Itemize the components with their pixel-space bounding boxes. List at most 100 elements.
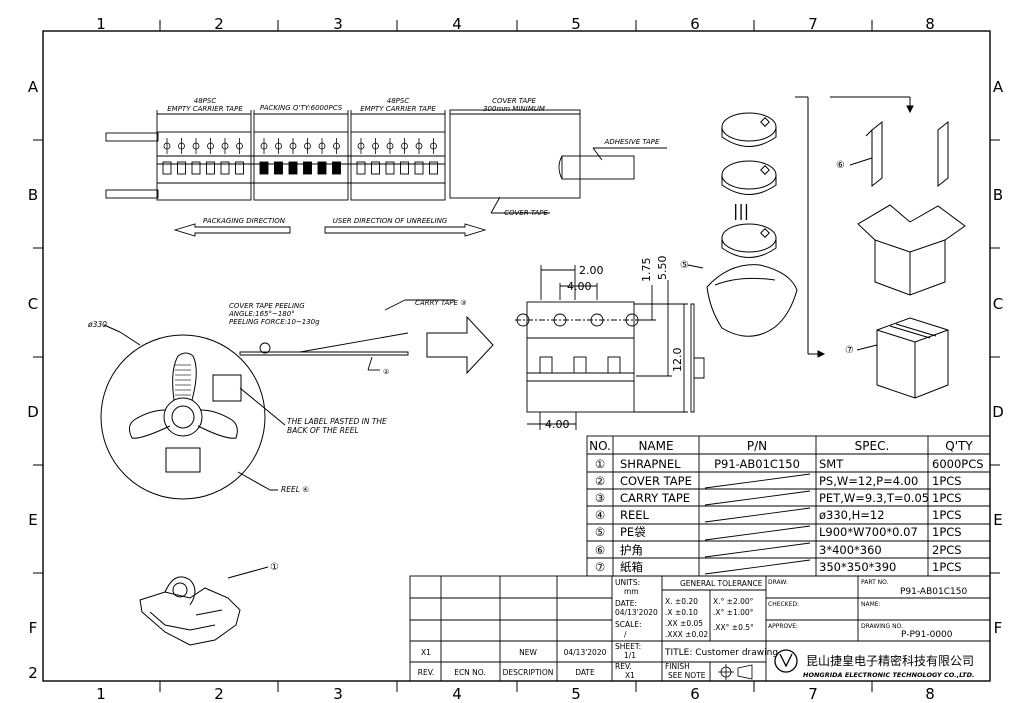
tape-pocket — [235, 161, 244, 175]
peel-labels: COVER TAPE PEELING ANGLE:165°~180° PEELI… — [228, 299, 466, 376]
rev-header: REV. — [418, 668, 435, 677]
bom-name: 护角 — [620, 543, 643, 557]
col-label: 4 — [452, 685, 462, 703]
bom-col-spec: SPEC. — [855, 439, 890, 453]
general-tolerance: GENERAL TOLERANCE — [680, 579, 763, 588]
col-label: 3 — [333, 685, 343, 703]
checked-label: CHECKED: — [768, 601, 799, 608]
dim-4-00: 4.00 — [567, 280, 592, 293]
callout-7: ⑦ — [845, 345, 854, 356]
reel-stack — [721, 112, 777, 258]
tol-right: .X° ±1.00° — [713, 608, 754, 617]
bom-qty: 1PCS — [932, 508, 962, 522]
dim-bottom-4-00: 4.00 — [545, 418, 570, 431]
cover-tape-title: COVER TAPE — [492, 97, 536, 105]
dimension-drawing — [515, 265, 705, 430]
bom-spec: 350*350*390 — [819, 560, 896, 574]
bom-spec: PS,W=12,P=4.00 — [819, 474, 918, 488]
dimension-labels: 2.00 4.00 1.75 5.50 12.0 4.00 — [545, 256, 684, 432]
column-labels-bottom: 1 2 3 4 5 6 7 8 — [96, 685, 935, 703]
row-label: A — [28, 78, 39, 96]
adhesive-tape-label: ADHESIVE TAPE — [604, 138, 660, 146]
bom-no: ⑥ — [595, 543, 605, 557]
bom-qty: 1PCS — [932, 525, 962, 539]
reel-label-note-1: THE LABEL PASTED IN THE — [287, 417, 387, 426]
peel-title: COVER TAPE PEELING — [229, 302, 305, 310]
dim-5-50: 5.50 — [656, 256, 669, 281]
tape-pocket — [385, 161, 395, 175]
col-label: 3 — [333, 15, 343, 33]
pe-bag — [687, 264, 798, 337]
tape-pocket — [356, 161, 366, 175]
date-field: 04/13'2020 — [615, 608, 658, 617]
col-label: 8 — [925, 15, 935, 33]
packing-qty-label: PACKING Q'TY:6000PCS — [260, 104, 343, 112]
bom-pn: P91-AB01C150 — [714, 457, 800, 471]
bom-qty: 6000PCS — [932, 457, 984, 471]
col-label: 2 — [214, 685, 224, 703]
tape-pocket — [332, 161, 341, 175]
rev-label: REV. — [615, 662, 632, 671]
company-logo — [774, 649, 798, 673]
bom-qty: 1PCS — [932, 474, 962, 488]
bom-spec: ø330,H=12 — [819, 508, 885, 522]
col-label: 2 — [214, 15, 224, 33]
name-label: NAME: — [861, 601, 881, 608]
reel-labels: ø330 THE LABEL PASTED IN THE BACK OF THE… — [87, 320, 387, 494]
carrier-tape-pockets — [162, 161, 438, 175]
drawing-no: P-P91-0000 — [901, 630, 953, 640]
tol-right: .XX° ±0.5° — [713, 623, 754, 632]
tape-pocket — [177, 161, 186, 175]
bom-qty: 1PCS — [932, 491, 962, 505]
reel-drawing — [100, 324, 286, 500]
bom-name: CARRY TAPE — [620, 491, 690, 505]
col-label: 4 — [452, 15, 462, 33]
reel-diameter-label: ø330 — [87, 320, 107, 329]
units-value: mm — [624, 587, 639, 596]
empty-carrier-qty-left: 48PSC — [194, 97, 217, 105]
col-label: 7 — [808, 15, 818, 33]
finish-value: SEE NOTE — [668, 671, 706, 680]
bom-no: ① — [595, 457, 605, 471]
sheet-label: SHEET: — [615, 642, 641, 651]
row-label: C — [993, 295, 1003, 313]
row-label: F — [994, 619, 1003, 637]
col-label: 1 — [96, 685, 106, 703]
company-name-en: HONGRIDA ELECTRONIC TECHNOLOGY CO.,LTD. — [803, 671, 975, 679]
cover-tape-label: COVER TAPE — [504, 209, 548, 217]
peel-force: PEELING FORCE:10~130g — [229, 318, 320, 326]
title-block — [409, 575, 991, 682]
col-label: 6 — [690, 15, 700, 33]
user-direction-label: USER DIRECTION OF UNREELING — [333, 217, 448, 225]
bom-spec: 3*400*360 — [819, 543, 882, 557]
sheet-value: 1/1 — [624, 651, 636, 660]
bom-no: ⑤ — [595, 525, 605, 539]
row-label: A — [993, 78, 1004, 96]
tape-pocket — [206, 161, 215, 175]
bom-header: NO. NAME P/N SPEC. Q'TY — [589, 439, 973, 453]
tol-left: .XX ±0.05 — [665, 619, 703, 628]
tol-left: .XXX ±0.02 — [665, 630, 708, 639]
carry-tape-label: CARRY TAPE ③ — [415, 299, 466, 307]
tape-pocket — [303, 161, 312, 175]
packaging-direction-label: PACKAGING DIRECTION — [203, 217, 286, 225]
stack-separator: ||| — [733, 201, 749, 220]
dim-12-0: 12.0 — [671, 348, 684, 373]
reel-label: REEL ④ — [281, 485, 309, 494]
bom-no: ④ — [595, 508, 605, 522]
direction-arrows — [173, 223, 487, 237]
scale-value: / — [624, 630, 627, 639]
draw-label: DRAW: — [768, 579, 788, 586]
part-no-label: PART NO. — [861, 579, 889, 586]
bom-col-name: NAME — [638, 439, 673, 453]
peel-detail — [239, 299, 455, 371]
big-arrow — [426, 315, 494, 375]
cover-tape-min: 300mm MINIMUM — [483, 105, 545, 113]
ecn-header: ECN NO. — [454, 668, 486, 677]
carrier-tape-holes — [163, 138, 437, 154]
row-label: 2 — [28, 664, 38, 682]
column-labels-top: 1 2 3 4 5 6 7 8 — [96, 15, 935, 33]
closed-box — [856, 317, 949, 399]
